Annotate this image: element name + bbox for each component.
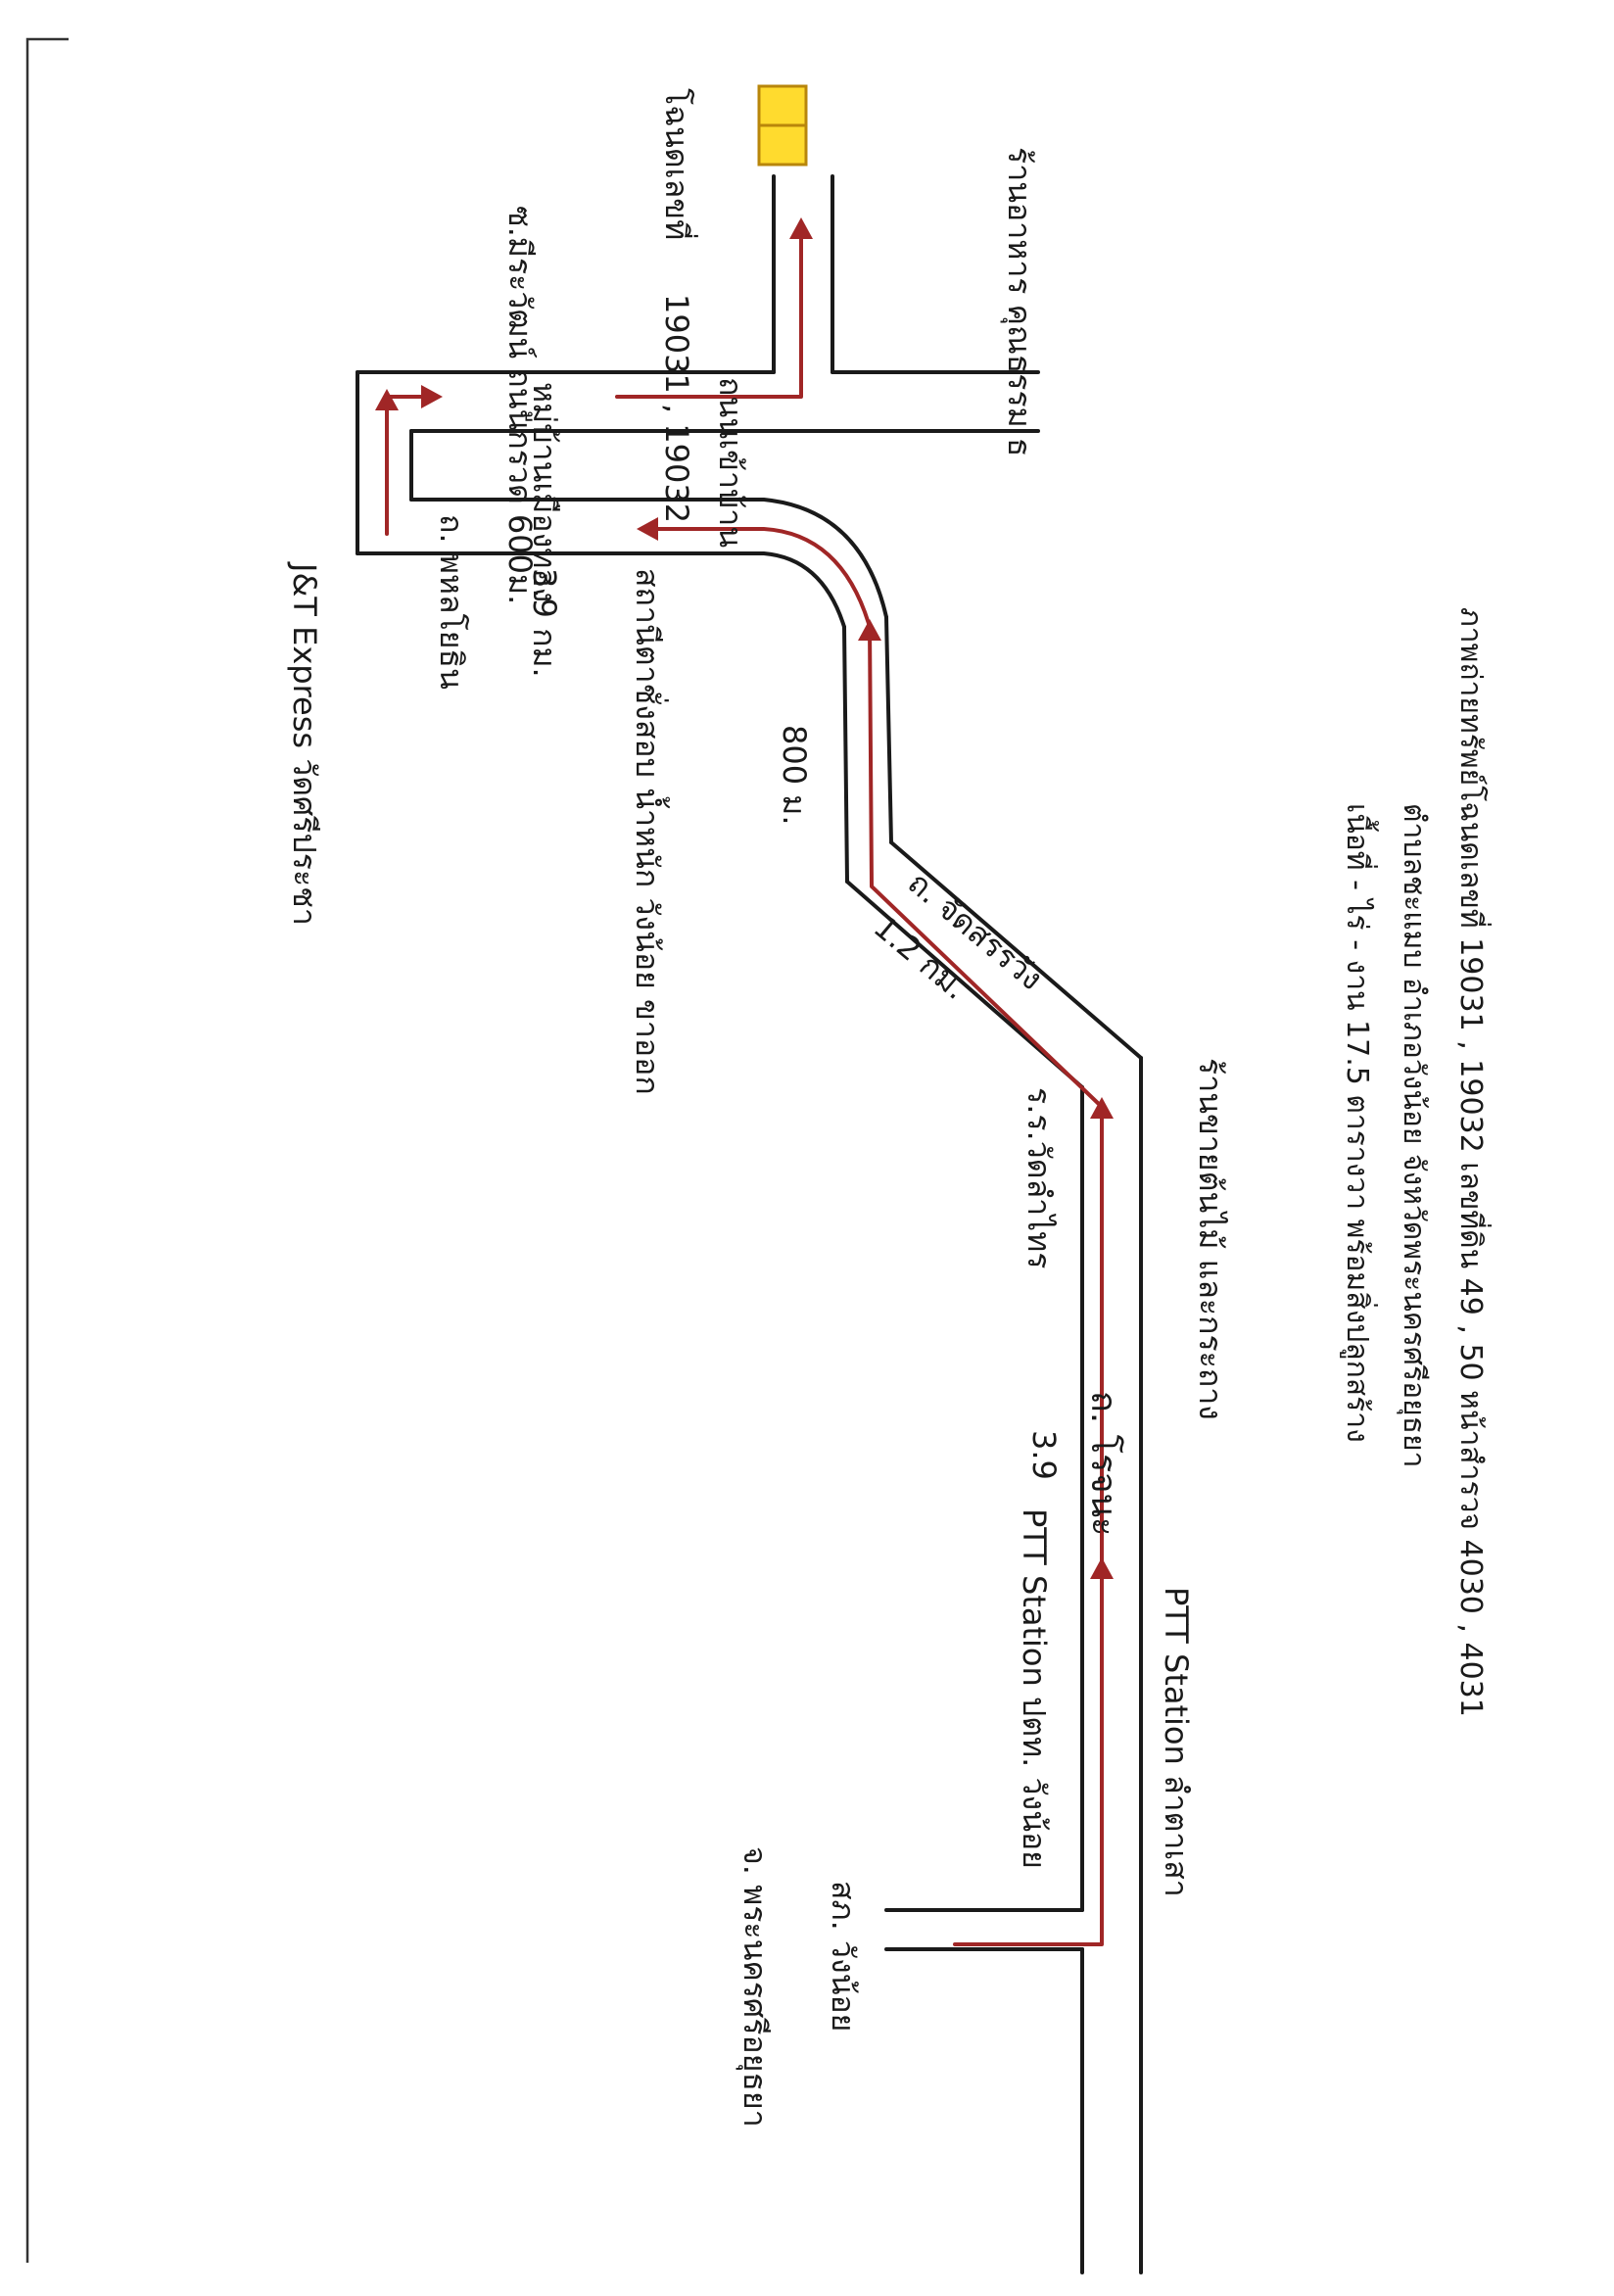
route-arrow-6 (421, 385, 443, 408)
label-soi-info: ซ.มีระวัฒน์ ถนนกรวด 600ม. (501, 206, 539, 604)
title-line-1: ภาพถ่ายทรัพย์โฉนดเลขที่ 19031 , 19032 เล… (1453, 607, 1492, 1717)
label-school: ร.ร.วัดลำไทร (1021, 1087, 1058, 1268)
label-shop: ร้านขายต้นไม้ และกระถาง (1192, 1058, 1229, 1420)
label-police: สภ. วังน้อย (825, 1881, 862, 2032)
route-arrow-3 (858, 619, 881, 641)
label-phahonyothin: ถ. พหลโยธิน (433, 514, 470, 690)
route-arrow-4 (637, 517, 658, 541)
label-village: หมู่บ้านเมืองทอง (525, 382, 563, 602)
label-local-road: ถนนเข้าบ้าน (712, 377, 749, 548)
label-ptt-station-1: PTT Station ลำตาเสา (1158, 1587, 1195, 1897)
title-line-3: เนื้อที่ - ไร่ - งาน 17.5 ตารางวา พร้อมส… (1340, 803, 1379, 1443)
road-mid-west (842, 625, 849, 884)
label-jt-express: J&T Express วัดศรีประชา (286, 561, 323, 926)
route-path (375, 217, 1114, 1946)
page-frame (25, 37, 69, 2263)
route-diagonal (868, 625, 1104, 1109)
route-rojana (953, 1105, 1104, 1946)
road-diagonal-east (889, 840, 1143, 1060)
road-curve-inner (356, 551, 846, 629)
title-block: ภาพถ่ายทรัพย์โฉนดเลขที่ 19031 , 19032 เล… (1340, 607, 1492, 1717)
label-distance-1: 3.9 กม. (526, 568, 563, 678)
label-rojana: ถ. โรจนะ (1083, 1391, 1124, 1536)
property-plots (757, 84, 808, 167)
road-network (356, 174, 1143, 2274)
title-line-2: ตำบลชะแมบ อำเภอวังน้อย จังหวัดพระนครศรีอ… (1396, 803, 1431, 1467)
label-property: โฉนดเลขที่ (658, 88, 698, 240)
route-arrow-7 (789, 217, 813, 239)
label-restaurant: ร้านอาหาร คุณธรรม ธ (1000, 147, 1038, 456)
route-arrow-1 (1090, 1557, 1114, 1579)
plot-19032 (757, 123, 808, 167)
label-scale-station: สถานีตาชั่งสอบ น้ำหนัก วังน้อย ขาออก (629, 568, 670, 1095)
route-curve (640, 527, 872, 629)
label-distance-2: 800 ม. (776, 725, 813, 826)
road-curve-outer (409, 498, 888, 619)
route-arrow-5 (375, 389, 399, 410)
road-mid-east (884, 615, 893, 844)
label-province-road: จ. พระนครศรีอยุธยา (736, 1846, 774, 2128)
label-property-numbers: 19031 , 19032 (658, 294, 695, 523)
route-upper-soi (615, 223, 803, 399)
label-ptt-station-2: PTT Station ปตท. วังน้อย (1016, 1508, 1053, 1869)
label-distance-4: 3.9 (1025, 1430, 1063, 1480)
plot-19031 (757, 84, 808, 127)
route-arrow-2 (1090, 1097, 1114, 1119)
